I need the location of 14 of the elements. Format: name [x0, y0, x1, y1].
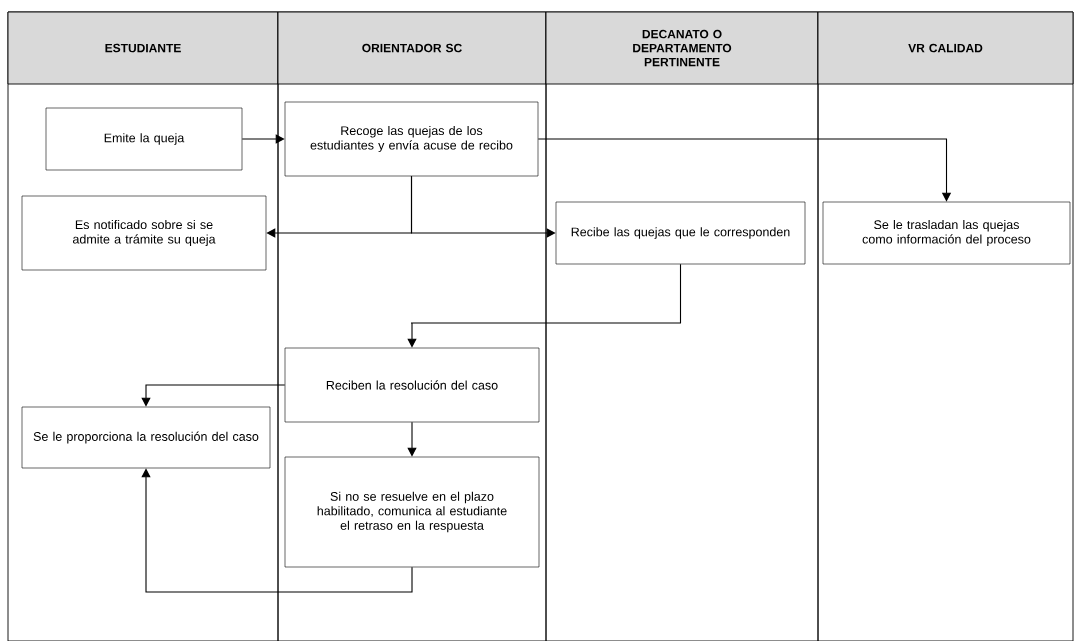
process-box: Es notificado sobre si se admite a trámite su queja	[21, 195, 267, 271]
process-box: Reciben la resolución del caso	[284, 347, 540, 423]
process-box: Recoge las quejas de los estudiantes y envía acuse de recibo	[284, 101, 539, 177]
arrow	[410, 175, 556, 238]
process-box: Emite la queja	[45, 107, 243, 171]
arrow	[407, 263, 682, 348]
process-box: Si no se resuelve en el plazo habilitado, comunica al estudiante el retraso en la respuesta	[284, 456, 540, 568]
arrow	[241, 134, 285, 144]
process-box: Se le proporciona la resolución del caso	[21, 406, 271, 469]
arrow	[407, 421, 417, 457]
arrow	[141, 384, 286, 407]
arrow	[537, 138, 952, 202]
process-box: Recibe las quejas que le corresponden	[555, 201, 806, 265]
process-box: Se le trasladan las quejas como información del proceso	[822, 201, 1071, 265]
